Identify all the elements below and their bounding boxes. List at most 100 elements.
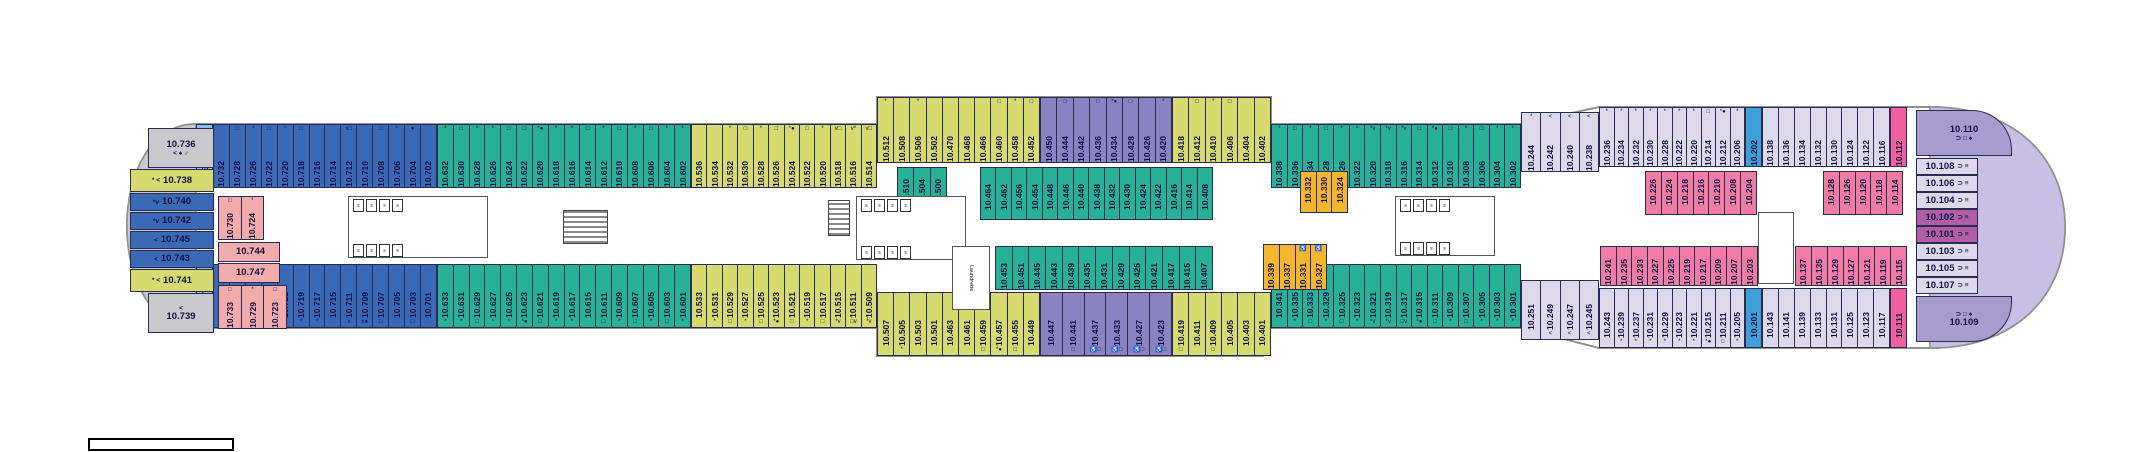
cabin-10.502[interactable]: 10.502 — [925, 97, 943, 163]
cabin-10.622[interactable]: □10.622 — [516, 124, 533, 188]
cabin-10.606[interactable]: □10.606 — [642, 124, 660, 188]
cabin-10.464[interactable]: 10.464 — [980, 167, 997, 220]
cabin-10.723[interactable]: □10.723 — [263, 285, 288, 329]
cabin-10.531[interactable]: 10.531* — [706, 264, 723, 328]
cabin-10.207[interactable]: 10.207 — [1725, 246, 1743, 286]
cabin-10.430[interactable]: 10.430 — [1119, 167, 1136, 220]
cabin-10.440[interactable]: 10.440 — [1072, 167, 1090, 220]
cabin-10.101[interactable]: 10.101⊃ ≡ — [1916, 226, 1978, 243]
cabin-10.238[interactable]: <10.238 — [1578, 112, 1599, 172]
cabin-10.503[interactable]: 10.503 — [909, 292, 927, 356]
cabin-10.105[interactable]: 10.105⊃ ≡ — [1916, 260, 1978, 277]
cabin-10.228[interactable]: *10.228 — [1657, 107, 1673, 167]
cabin-10.432[interactable]: 10.432 — [1103, 167, 1121, 220]
cabin-10.403[interactable]: 10.403 — [1237, 292, 1255, 356]
cabin-10.325[interactable]: 10.325□ — [1333, 264, 1350, 328]
cabin-10.536[interactable]: 10.536 — [691, 124, 708, 188]
cabin-10.441[interactable]: 10.441□ — [1061, 292, 1085, 356]
cabin-10.447[interactable]: 10.447 — [1040, 292, 1063, 356]
cabin-10.406[interactable]: □10.406 — [1220, 97, 1239, 163]
cabin-10.135[interactable]: 10.135 — [1810, 246, 1828, 286]
cabin-10.242[interactable]: <10.242 — [1540, 112, 1561, 172]
cabin-10.237[interactable]: 10.237* — [1628, 288, 1644, 348]
cabin-10.126[interactable]: 10.126 — [1838, 171, 1856, 215]
cabin-10.533[interactable]: 10.533 — [691, 264, 708, 328]
cabin-10.203[interactable]: 10.203 — [1741, 246, 1759, 286]
cabin-10.501[interactable]: 10.501 — [925, 292, 943, 356]
cabin-10.230[interactable]: *10.230 — [1642, 107, 1658, 167]
cabin-10.124[interactable]: 10.124 — [1841, 107, 1859, 167]
cabin-10.332[interactable]: 10.332 — [1300, 171, 1317, 213]
cabin-10.423[interactable]: 10.423♿□ — [1149, 292, 1172, 356]
cabin-10.251[interactable]: 10.251 — [1521, 280, 1542, 340]
cabin-10.416[interactable]: 10.416 — [1165, 167, 1183, 220]
cabin-10.729[interactable]: *10.729 — [240, 285, 265, 329]
cabin-10.309[interactable]: 10.309* — [1442, 264, 1459, 328]
cabin-10.108[interactable]: 10.108⊃ ≡ — [1916, 158, 1978, 175]
cabin-10.422[interactable]: 10.422 — [1150, 167, 1167, 220]
cabin-10.724[interactable]: *10.724 — [240, 196, 264, 240]
cabin-10.470[interactable]: 10.470 — [941, 97, 960, 163]
cabin-10.466[interactable]: 10.466 — [974, 97, 992, 163]
cabin-10.532[interactable]: *10.532 — [721, 124, 739, 188]
cabin-10.143[interactable]: 10.143 — [1762, 288, 1779, 348]
cabin-10.419[interactable]: 10.419□ — [1172, 292, 1190, 356]
cabin-10.314[interactable]: □10.314 — [1411, 124, 1428, 188]
cabin-10.451[interactable]: 10.451 — [1011, 246, 1030, 290]
cabin-10.249[interactable]: 10.249< — [1540, 280, 1561, 340]
cabin-10.507[interactable]: 10.507 — [877, 292, 895, 356]
cabin-10.744[interactable]: 10.744 — [218, 242, 280, 262]
cabin-10.456[interactable]: 10.456 — [1010, 167, 1028, 220]
cabin-10.116[interactable]: 10.116 — [1873, 107, 1890, 167]
cabin-10.303[interactable]: 10.303* — [1488, 264, 1506, 328]
cabin-10.522[interactable]: □10.522 — [798, 124, 816, 188]
cabin-10.718[interactable]: □10.718 — [292, 124, 310, 188]
cabin-10.233[interactable]: 10.233 — [1631, 246, 1649, 286]
cabin-10.330[interactable]: 10.330 — [1315, 171, 1333, 213]
cabin-10.405[interactable]: 10.405 — [1220, 292, 1239, 356]
cabin-10.102[interactable]: 10.102⊃ ≡ — [1916, 209, 1978, 226]
cabin-10.520[interactable]: *10.520 — [814, 124, 831, 188]
cabin-10.122[interactable]: 10.122 — [1857, 107, 1875, 167]
cabin-10.408[interactable]: 10.408 — [1196, 167, 1214, 220]
cabin-10.424[interactable]: 10.424 — [1134, 167, 1152, 220]
cabin-10.136[interactable]: 10.136 — [1777, 107, 1795, 167]
cabin-10.201[interactable]: 10.201 — [1745, 288, 1762, 348]
cabin-10.301[interactable]: 10.301* — [1504, 264, 1521, 328]
cabin-10.615[interactable]: 10.615 — [579, 264, 597, 328]
cabin-10.125[interactable]: 10.125 — [1841, 288, 1859, 348]
cabin-10.119[interactable]: 10.119 — [1874, 246, 1892, 286]
cabin-10.225[interactable]: 10.225 — [1662, 246, 1680, 286]
cabin-10.121[interactable]: 10.121 — [1858, 246, 1876, 286]
cabin-10.512[interactable]: *10.512 — [877, 97, 895, 163]
cabin-10.210[interactable]: 10.210 — [1708, 171, 1726, 215]
cabin-10.223[interactable]: 10.223* — [1671, 288, 1687, 348]
cabin-10.623[interactable]: 10.623*● — [516, 264, 533, 328]
cabin-10.509[interactable]: 10.509*v — [860, 264, 878, 328]
cabin-10.457[interactable]: 10.457*● — [990, 292, 1008, 356]
cabin-10.310[interactable]: □10.310 — [1442, 124, 1459, 188]
cabin-10.733[interactable]: □10.733 — [218, 285, 242, 329]
cabin-10.110[interactable]: 10.110⊃ □ ♠ — [1916, 110, 2012, 156]
cabin-10.202[interactable]: 10.202 — [1745, 107, 1762, 167]
cabin-10.701[interactable]: 10.701 — [419, 264, 437, 328]
cabin-10.712[interactable]: v□10.712 — [340, 124, 358, 188]
cabin-10.703[interactable]: 10.703□ — [404, 264, 421, 328]
cabin-10.444[interactable]: □10.444 — [1056, 97, 1074, 163]
cabin-10.407[interactable]: 10.407 — [1195, 246, 1213, 290]
cabin-10.241[interactable]: 10.241 — [1600, 246, 1617, 286]
cabin-10.633[interactable]: 10.633* — [437, 264, 454, 328]
cabin-10.443[interactable]: 10.443 — [1045, 246, 1063, 290]
cabin-10.112[interactable]: 10.112 — [1890, 107, 1907, 167]
cabin-10.206[interactable]: *10.206 — [1729, 107, 1745, 167]
cabin-10.738[interactable]: * <10.738 — [130, 169, 214, 192]
cabin-10.120[interactable]: 10.120 — [1854, 171, 1872, 215]
cabin-10.216[interactable]: 10.216 — [1692, 171, 1710, 215]
cabin-10.515[interactable]: 10.515*v — [829, 264, 847, 328]
cabin-10.468[interactable]: 10.468 — [958, 97, 976, 163]
cabin-10.425[interactable]: 10.425 — [1128, 246, 1147, 290]
cabin-10.415[interactable]: 10.415 — [1178, 246, 1197, 290]
